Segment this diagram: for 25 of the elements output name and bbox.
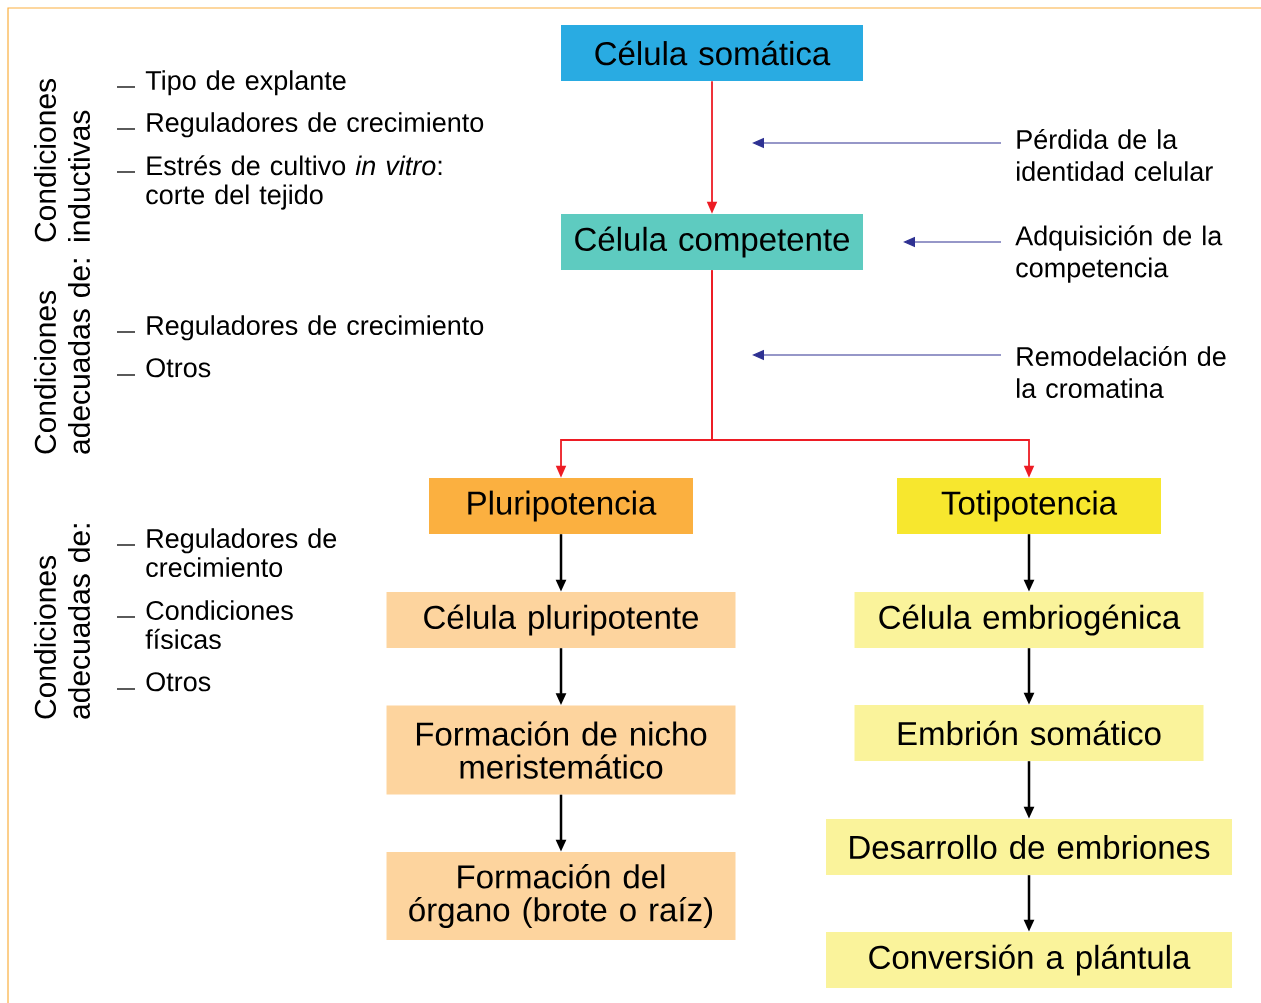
list-item: Reguladores de crecimiento <box>147 315 484 341</box>
group-heading: Condiciones adecuadas de: <box>34 259 91 454</box>
list-item: Condiciones físicas <box>145 600 293 650</box>
annotation-text: Pérdida de la identidad celular <box>1017 128 1213 182</box>
process-box: Formación de nicho meristemático <box>386 705 736 795</box>
process-box: Pluripotencia <box>429 478 693 534</box>
annotation-text: Adquisición de la competencia <box>1015 225 1223 283</box>
annotation-text: Remodelación de la cromatina <box>1017 345 1226 399</box>
group-heading: Condiciones inductivas <box>34 79 91 242</box>
list-item: Reguladores de crecimiento <box>146 528 337 578</box>
list-item: Tipo de explante <box>145 70 346 96</box>
process-box: Desarrollo de embriones <box>826 819 1232 875</box>
process-box: Formación del órgano (brote o raíz) <box>386 852 736 940</box>
list-item: Otros <box>146 672 211 692</box>
process-box: Célula somática <box>561 25 863 81</box>
process-box: Célula pluripotente <box>386 592 736 648</box>
process-box: Célula embriogénica <box>854 592 1204 648</box>
process-box: Conversión a plántula <box>826 932 1232 988</box>
list-item: Reguladores de crecimiento <box>147 112 484 138</box>
list-item: Estrés de cultivo in vitro: corte del tejido <box>146 155 442 210</box>
process-box: Embrión somático <box>854 705 1204 761</box>
process-box: Célula competente <box>561 214 863 270</box>
process-box: Totipotencia <box>897 478 1161 534</box>
list-item: Otros <box>146 358 211 378</box>
group-heading: Condiciones adecuadas de: <box>34 524 91 719</box>
